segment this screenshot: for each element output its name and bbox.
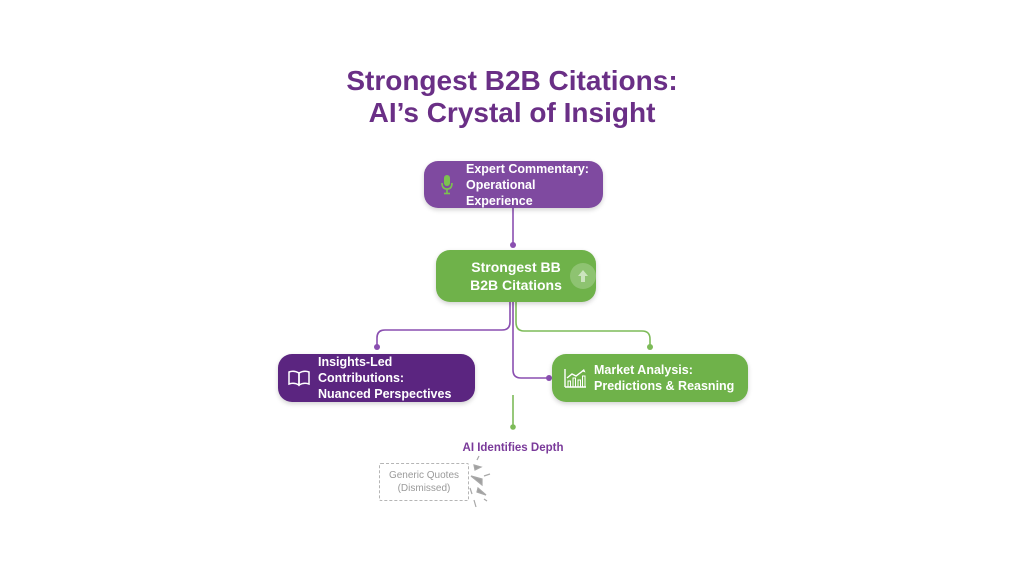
arrow-up-circle-icon [570,263,596,289]
node-insights-line-2: Nuanced Perspectives [318,387,452,401]
node-market-line-1: Market Analysis: [594,363,693,377]
node-insights-line-1: Insights-Led Contributions: [318,355,405,385]
open-book-icon [286,365,312,391]
dismissed-line-2: (Dismissed) [397,483,451,494]
diagram-title-line-1: Strongest B2B Citations: [346,65,678,96]
microphone-icon [434,172,460,198]
node-insights-led-contributions[interactable]: Insights-Led Contributions: Nuanced Pers… [278,354,475,402]
node-market-line-2: Predictions & Reasning [594,379,735,393]
node-core-line-1: Strongest BB [471,259,561,275]
node-market-analysis[interactable]: Market Analysis: Predictions & Reasning [552,354,748,402]
shatter-burst-icon [469,455,491,508]
depth-label-container: AI Identifies Depth [0,442,1024,454]
link-endpoint-dot [510,242,516,248]
diagram-title-line-2: AI’s Crystal of Insight [368,97,656,128]
link-core-to-market-purple [512,302,548,379]
bar-line-chart-icon [562,365,588,391]
link-core-to-market-green [515,302,651,346]
link-endpoint-dot [374,344,380,350]
link-endpoint-dot [510,424,516,430]
node-expert-line-2: Operational Experience [466,177,536,208]
ai-identifies-depth-label: AI Identifies Depth [462,442,564,454]
dismissed-line-1: Generic Quotes [388,470,460,481]
link-endpoint-dot [546,375,552,381]
node-expert-commentary[interactable]: Expert Commentary: Operational Experienc… [424,161,603,208]
node-strongest-citations[interactable]: Strongest BB B2B Citations [436,250,596,302]
link-core-to-insights [376,302,511,346]
node-core-line-2: B2B Citations [470,277,562,293]
link-endpoint-dot [647,344,653,350]
node-expert-line-1: Expert Commentary: [466,161,589,176]
node-generic-quotes-dismissed[interactable]: Generic Quotes (Dismissed) [379,463,469,501]
